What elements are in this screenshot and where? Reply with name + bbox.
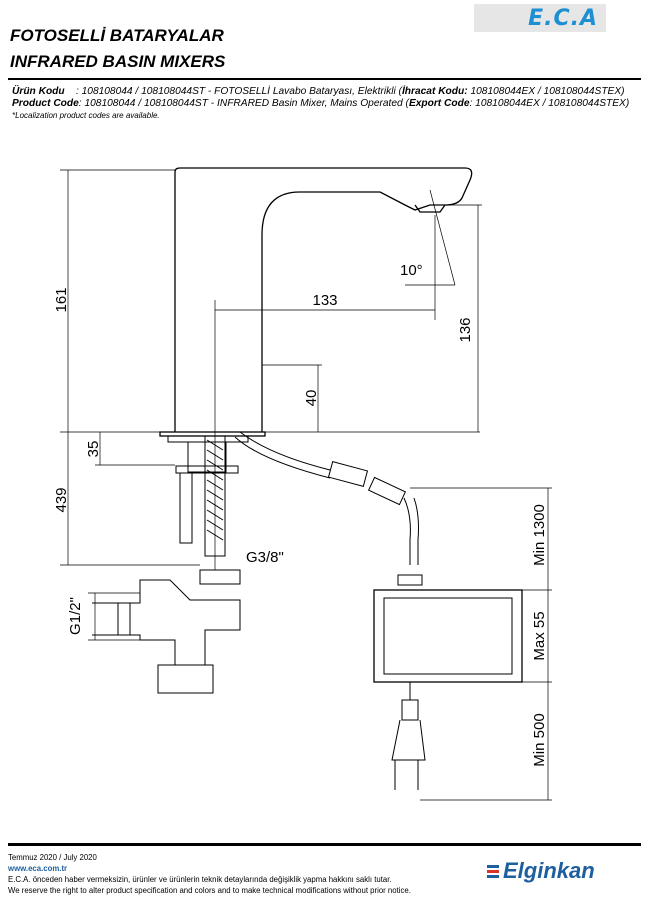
transformer-box	[373, 589, 523, 790]
text: 108108044EX / 108108044STEX)	[467, 86, 625, 97]
footer-date: Temmuz 2020 / July 2020	[8, 853, 97, 862]
dim-133: 133	[312, 292, 337, 309]
product-code-en: Product Code: 108108044 / 108108044ST - …	[12, 98, 629, 110]
page-title-tr: FOTOSELLİ BATARYALAR	[10, 26, 224, 45]
label: İhracat Kodu:	[401, 86, 468, 97]
label: Product Code	[12, 98, 79, 109]
text: : 108108044EX / 108108044STEX)	[469, 98, 630, 109]
product-codes: Ürün Kodu : 108108044 / 108108044ST - FO…	[12, 86, 629, 122]
dimension-labels: 161 133 136 10° 40 35 439 G3/8" G1/2" Mi…	[53, 262, 548, 767]
eca-logo-text: E.C.A	[528, 5, 598, 31]
product-code-tr: Ürün Kodu : 108108044 / 108108044ST - FO…	[12, 86, 629, 98]
text: : 108108044 / 108108044ST - FOTOSELLİ La…	[64, 86, 402, 97]
label: Ürün Kodu	[12, 86, 65, 97]
disclaimer-en: We reserve the right to alter product sp…	[8, 886, 411, 895]
elginkan-logo-text: Elginkan	[503, 858, 595, 883]
page-title-en: INFRARED BASIN MIXERS	[10, 52, 226, 71]
dim-min-1300: Min 1300	[531, 504, 548, 566]
label: Export Code	[408, 98, 470, 109]
localization-note: *Localization product codes are availabl…	[12, 111, 160, 120]
dimension-lines	[60, 169, 552, 801]
disclaimer-tr: E.C.A. önceden haber vermeksizin, ürünle…	[8, 875, 392, 884]
dim-min-500: Min 500	[531, 713, 548, 766]
dim-40: 40	[303, 390, 320, 407]
elginkan-logo-icon	[487, 864, 499, 878]
dim-136: 136	[457, 317, 474, 342]
footer-url[interactable]: www.eca.com.tr	[8, 864, 68, 873]
dim-max-55: Max 55	[531, 611, 548, 660]
dim-161: 161	[53, 287, 70, 312]
dim-35: 35	[85, 441, 102, 458]
elginkan-logo: Elginkan	[487, 858, 595, 884]
header-divider	[8, 78, 641, 80]
text: : 108108044 / 108108044ST - INFRARED Bas…	[78, 98, 409, 109]
dim-angle: 10°	[400, 262, 423, 279]
eca-logo: E.C.A	[474, 4, 606, 32]
dim-g38: G3/8"	[246, 549, 284, 566]
dim-g12: G1/2"	[67, 597, 84, 635]
dim-439: 439	[53, 487, 70, 512]
installation-assembly	[92, 431, 423, 694]
footer: Temmuz 2020 / July 2020 www.eca.com.tr E…	[8, 852, 411, 896]
footer-divider	[8, 843, 641, 846]
